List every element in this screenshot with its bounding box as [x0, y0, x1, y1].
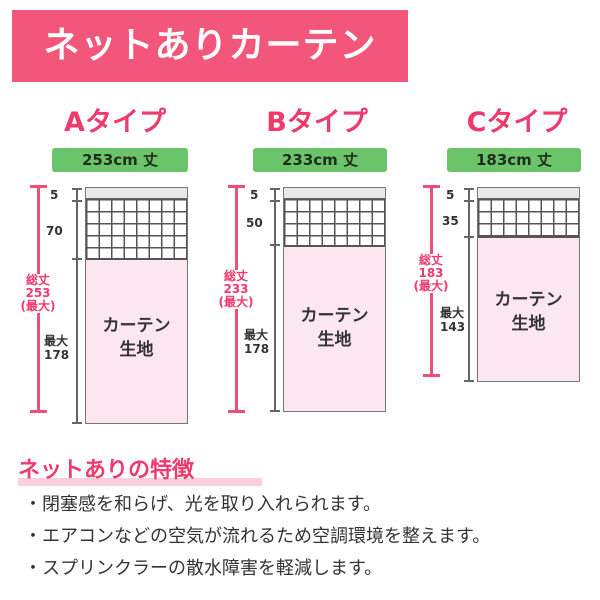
- type-c-fabric-height: 最大 143: [440, 306, 466, 334]
- type-b-total-label: 総丈 233 (最大): [216, 270, 256, 309]
- type-b-band-height: 5: [250, 188, 259, 202]
- type-b-fabric: [284, 247, 385, 411]
- type-b-fabric-text: カーテン 生地: [300, 306, 369, 350]
- type-c-tick-top: [464, 188, 474, 190]
- type-a-part-dimension-line: [76, 188, 78, 424]
- type-b-tick-bottom: [270, 410, 280, 412]
- type-a-size-badge: 253cm 丈: [52, 148, 188, 172]
- type-c-part-dimension-line: [468, 188, 470, 382]
- type-a-fabric-height: 最大 178: [44, 334, 70, 362]
- type-a-fabric-text: カーテン 生地: [102, 316, 171, 360]
- type-a-title: Aタイプ: [64, 107, 166, 138]
- type-c-fabric: [478, 238, 579, 381]
- type-a-tick-top: [72, 188, 82, 190]
- type-a-top-band: [86, 188, 187, 199]
- page-title: ネットありカーテン: [43, 25, 377, 66]
- type-b-top-band: [284, 188, 385, 199]
- type-c-tick-net: [464, 236, 474, 238]
- type-b-fabric-height: 最大 178: [244, 328, 270, 356]
- type-c-band-height: 5: [446, 188, 455, 202]
- type-c-tick-band: [464, 200, 474, 202]
- type-c-curtain: カーテン 生地: [477, 187, 580, 382]
- type-b-net: [284, 199, 385, 247]
- type-b-tick-top: [270, 188, 280, 190]
- type-b-tick-band: [270, 200, 280, 202]
- type-c-net: [478, 199, 579, 238]
- features-title: ネットありの特徴: [18, 458, 195, 483]
- type-a-fabric: [86, 260, 187, 423]
- type-b-size-badge: 233cm 丈: [253, 148, 387, 172]
- type-c-tick-bottom: [464, 380, 474, 382]
- type-b-title: Bタイプ: [266, 107, 368, 138]
- type-a-total-bottom-tick: [30, 410, 47, 413]
- title-banner: [12, 10, 408, 82]
- type-c-total-label: 総丈 183 (最大): [411, 254, 451, 293]
- type-a-tick-bottom: [72, 422, 82, 424]
- feature-item-2: ・エアコンなどの空気が流れるため空調環境を整えます。: [24, 526, 491, 547]
- type-a-band-height: 5: [50, 188, 59, 202]
- type-b-part-dimension-line: [274, 188, 276, 412]
- type-b-total-bottom-tick: [228, 410, 245, 413]
- type-c-title: Cタイプ: [466, 107, 568, 138]
- type-a-curtain: カーテン 生地: [85, 187, 188, 424]
- type-a-total-label: 総丈 253 (最大): [18, 274, 58, 313]
- type-a-tick-net: [72, 258, 82, 260]
- type-c-top-band: [478, 188, 579, 199]
- type-c-size-badge: 183cm 丈: [447, 148, 581, 172]
- type-a-tick-band: [72, 200, 82, 202]
- type-c-fabric-text: カーテン 生地: [494, 290, 563, 334]
- type-b-tick-net: [270, 244, 280, 246]
- feature-item-1: ・閉塞感を和らげ、光を取り入れられます。: [24, 494, 381, 515]
- type-a-net-height: 70: [46, 224, 63, 238]
- type-c-total-top-tick: [423, 185, 440, 188]
- type-b-total-top-tick: [228, 185, 245, 188]
- type-c-total-bottom-tick: [423, 374, 440, 377]
- type-b-curtain: カーテン 生地: [283, 187, 386, 412]
- type-c-net-height: 35: [442, 214, 459, 228]
- feature-item-3: ・スプリンクラーの散水障害を軽減します。: [24, 558, 383, 579]
- type-a-net: [86, 199, 187, 260]
- features-title-underline: [18, 478, 262, 486]
- type-b-net-height: 50: [246, 216, 263, 230]
- type-a-total-top-tick: [30, 185, 47, 188]
